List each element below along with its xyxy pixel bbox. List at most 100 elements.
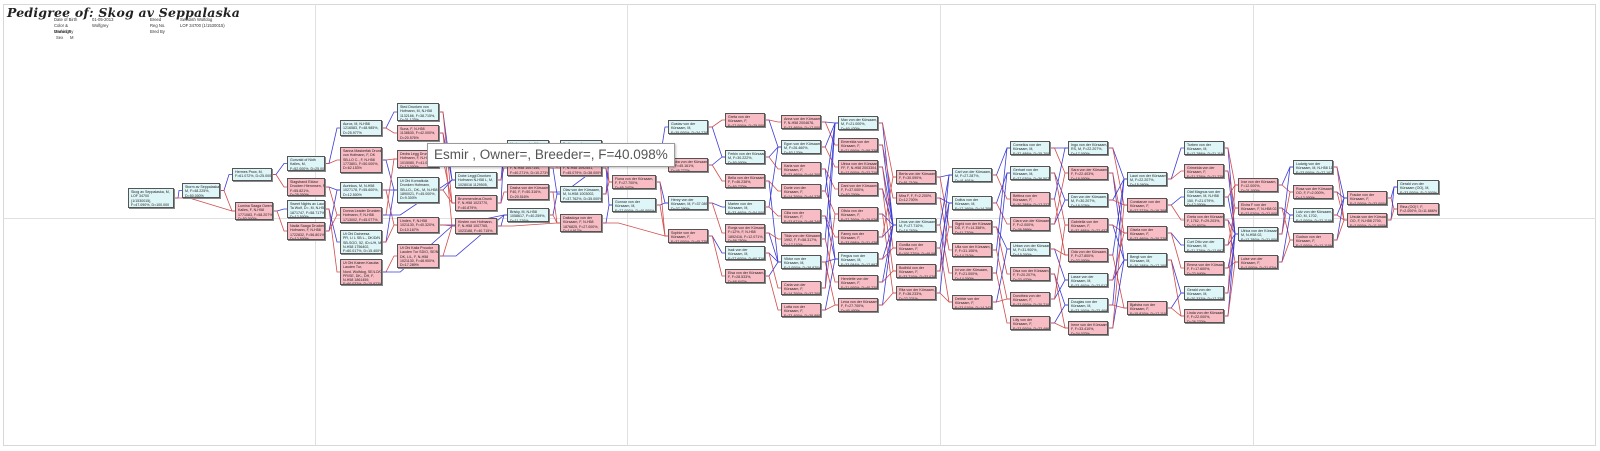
pedigree-node-male[interactable]: Ulrica von der Kürsaam,M, N-H58 02,F=12.… bbox=[1238, 227, 1278, 241]
pedigree-node-female[interactable]: Rosa von der Kürsaam,OO, F, F=2.000%,D=1… bbox=[1293, 185, 1333, 199]
pedigree-node-female[interactable]: Clara von der Kürsaam,F, F=2.000%,D=36.5… bbox=[1010, 217, 1050, 231]
pedigree-node-male[interactable]: Urban von der Kürsaam,M, F=31.900%,D=15.… bbox=[1010, 242, 1050, 256]
pedigree-node-female[interactable]: Bella von der Kürsaam,F, F=46.238%,D=50.… bbox=[725, 174, 765, 188]
pedigree-node-female[interactable]: Lena von der Kürsaam,F, F=27.700%,D=40.4… bbox=[838, 298, 878, 312]
pedigree-node-female[interactable]: Oda von der Kürsaam,F, F=27.800%,D=32.00… bbox=[1068, 248, 1108, 262]
pedigree-node-female[interactable]: Tilda von der Kürsaam,1992, F, F=58.317%… bbox=[781, 232, 821, 246]
pedigree-node-female[interactable]: Fiona von der Kürsaam,F, F=27.700%,D=85.… bbox=[612, 175, 656, 189]
pedigree-node-male[interactable]: Max von der Kürsaam,M, F=21.000%,D=60.42… bbox=[838, 116, 878, 130]
pedigree-node-male[interactable]: Sweet Nights av LaudenTa Wolf, D=, M, N-… bbox=[287, 200, 325, 218]
pedigree-node-female[interactable]: Linda von der Kürsaam,F, F=22.000%,D=26.… bbox=[1184, 309, 1224, 323]
pedigree-node-female[interactable]: Dasha von der Kürsaam,F40, F, F=50.316%,… bbox=[507, 184, 549, 200]
pedigree-node-female[interactable]: Berta von der Kürsaam,F, F=30.090%,D=51.… bbox=[896, 170, 936, 184]
pedigree-node-female[interactable]: Ivi von der Kürsaam,F, F=21.000%,D=14.30… bbox=[952, 266, 992, 280]
pedigree-node-male[interactable]: Carl von der Kürsaam,M, F=27.287%,D=41.6… bbox=[952, 168, 992, 182]
pedigree-node-male[interactable]: Ingo von der Kürsaam,RS, M, F=22.207%,D=… bbox=[1068, 141, 1108, 155]
pedigree-node-female[interactable]: Ursula von der Kürsaam,OO, F, N-H58 2700… bbox=[1347, 213, 1387, 227]
pedigree-node-male[interactable]: Ferkin von der Kürsaam,M, F=30.222%,D=50… bbox=[725, 150, 765, 164]
pedigree-node-female[interactable]: Rina (OO)?, F,F=2.000%, D=11.666% bbox=[1397, 203, 1439, 215]
pedigree-node-male[interactable]: Hermes Prow, M,F=61.072%, D=25.000% bbox=[232, 168, 272, 181]
pedigree-node-male[interactable]: Olav von der Kürsaam,M, N-H58 1003002,F=… bbox=[560, 186, 602, 202]
pedigree-node-female[interactable]: Anna von der Kürsaam,F, N-H58 2004676,F=… bbox=[781, 115, 821, 129]
pedigree-node-male[interactable]: Skog av Seppalaska, M,LOF 34700(1/153001… bbox=[128, 188, 174, 208]
pedigree-node-male[interactable]: Storm av Seppalaska,M, F=48.225%,D=50.00… bbox=[182, 183, 220, 198]
pedigree-node-female[interactable]: Sigrid von der Kürsaam,DD, F, F=14.358%,… bbox=[952, 220, 992, 234]
pedigree-node-female[interactable]: Ulrica von der Kürsaam,FF, F, N-H58 2003… bbox=[838, 160, 878, 174]
pedigree-node-male[interactable]: Dan von der Kürsaam,M, F=30.207%,D=18.07… bbox=[1068, 193, 1108, 207]
pedigree-node-male[interactable]: Linus von der Kürsaam,M, F=27.710%,D=18.… bbox=[896, 218, 936, 232]
pedigree-node-female[interactable]: Emma von der Kürsaam,F, F=17.600%,D=22.9… bbox=[1184, 261, 1224, 275]
pedigree-node-female[interactable]: Kirsten von Hofmann,F, N-H58 1007765,102… bbox=[455, 218, 497, 234]
pedigree-node-male[interactable]: Egon von der Kürsaam,M, F=26.460%,D=53.1… bbox=[781, 140, 821, 154]
pedigree-node-female[interactable]: Irene von der Kürsaam,F, F=33.410%,D=34.… bbox=[1068, 321, 1108, 335]
pedigree-node-female[interactable]: Ivar von der Kürsaam, F,F=12.000%,D=21.0… bbox=[1238, 178, 1278, 192]
pedigree-node-female[interactable]: Dani von der Kürsaam,F, F=37.000%,D=52.7… bbox=[838, 182, 878, 196]
pedigree-node-female[interactable]: Disa von der Kürsaam,F, F=20.207%,D=23.4… bbox=[1010, 267, 1050, 281]
pedigree-node-male[interactable]: Lauri von der Kürsaam,M, F=22.207%,D=15.… bbox=[1127, 172, 1167, 186]
pedigree-node-female[interactable]: Elsa von der Kürsaam,F, F=28.533%,D=68.8… bbox=[725, 269, 765, 283]
